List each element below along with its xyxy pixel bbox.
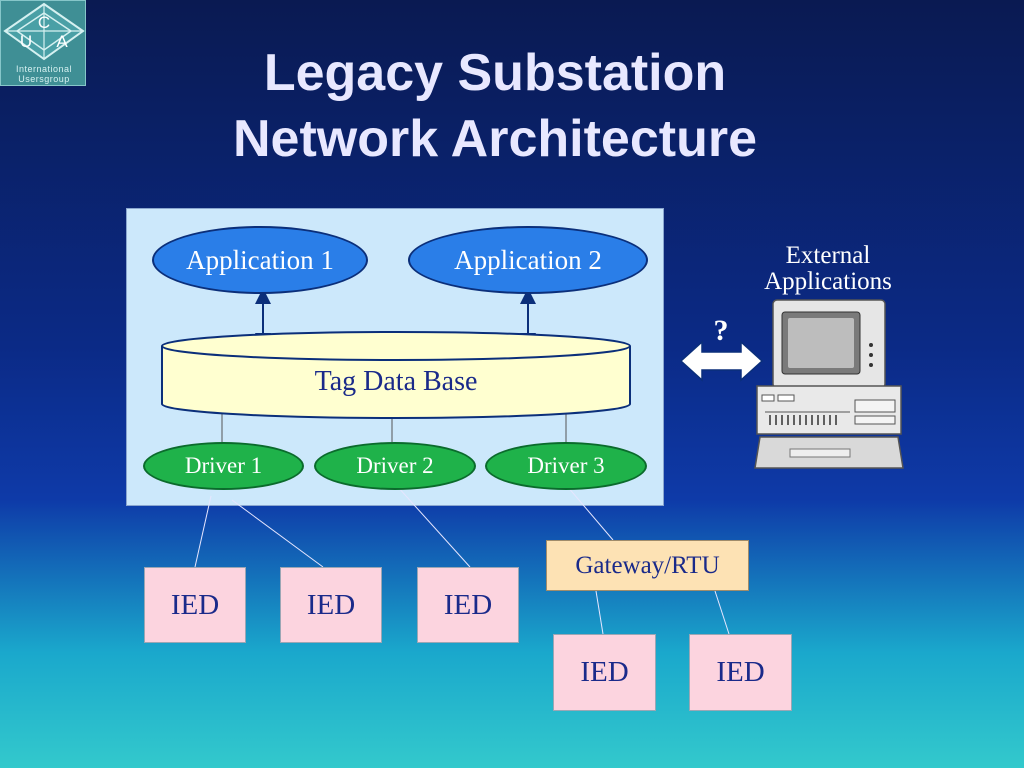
driver2-ied3-line [396,485,471,568]
driver-1-node: Driver 1 [143,442,304,490]
tag-database-label: Tag Data Base [314,366,478,397]
question-mark-label: ? [713,314,729,347]
cua-logo: C U A International Usersgroup [0,0,86,86]
logo-text-line2: Usersgroup [18,74,70,84]
ied-box-5: IED [689,634,792,711]
ied-box-2: IED [280,567,382,643]
gateway-ied4-line [595,590,604,635]
logo-letter-c: C [38,13,50,32]
driver-2-node: Driver 2 [314,442,476,490]
driver1-ied1-line [194,495,212,568]
bidirectional-arrow [679,340,764,382]
logo-text-line1: International [15,64,73,74]
external-label-line2: Applications [764,268,892,295]
title-line-1: Legacy Substation [263,44,727,102]
ied-box-3: IED [417,567,519,643]
slide-title: Legacy Substation Network Architecture [100,40,890,172]
tag-database-cylinder [161,331,631,419]
driver1-ied2-line [231,499,324,568]
gateway-ied5-line [714,590,730,635]
title-line-2: Network Architecture [233,110,757,168]
logo-letter-a: A [56,32,68,51]
gateway-rtu-box: Gateway/RTU [546,540,749,591]
driver-3-node: Driver 3 [485,442,647,490]
application-1-node: Application 1 [152,226,368,294]
logo-letter-u: U [20,32,32,51]
computer-icon [754,299,904,469]
ied-box-4: IED [553,634,656,711]
external-applications-label: External Applications [740,243,916,295]
application-2-node: Application 2 [408,226,648,294]
driver3-gateway-line [566,485,614,541]
external-label-line1: External [785,242,871,269]
ied-box-1: IED [144,567,246,643]
